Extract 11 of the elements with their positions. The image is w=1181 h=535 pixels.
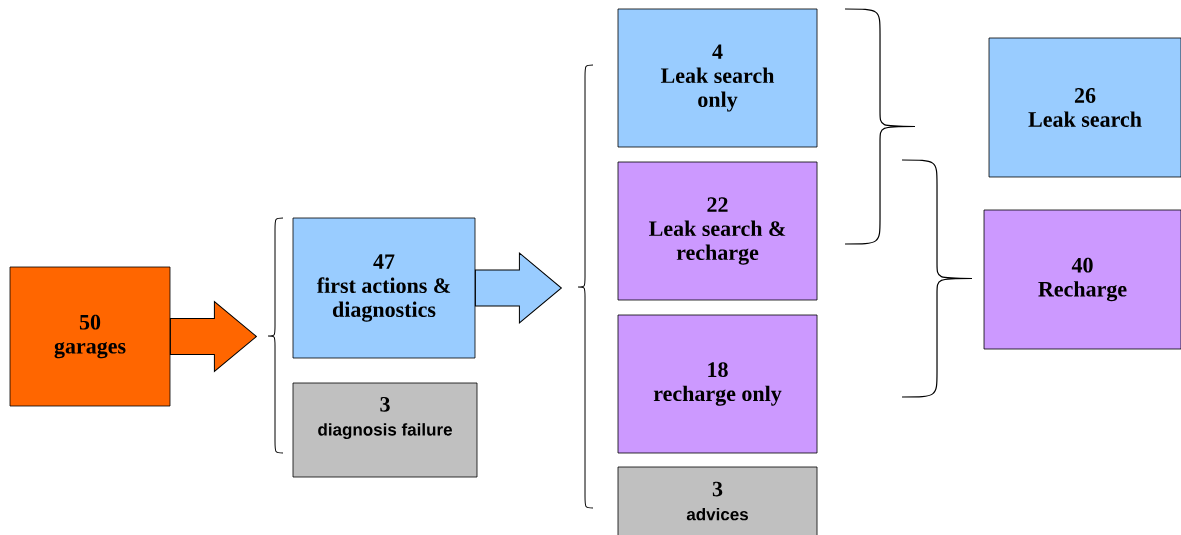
- process-box: 40 Recharge: [983, 209, 1181, 350]
- process-box: 26 Leak search: [988, 37, 1181, 178]
- process-box: 4 Leak search only: [617, 8, 818, 148]
- block-arrow: [474, 252, 562, 324]
- process-box: 18 recharge only: [617, 314, 818, 454]
- process-box: 3 advices: [617, 466, 818, 535]
- process-box: 47 first actions & diagnostics: [292, 217, 476, 359]
- block-arrow: [169, 301, 257, 372]
- process-box: 3 diagnosis failure: [292, 382, 478, 478]
- process-box: 22 Leak search & recharge: [617, 161, 818, 301]
- process-box: 50 garages: [9, 266, 171, 407]
